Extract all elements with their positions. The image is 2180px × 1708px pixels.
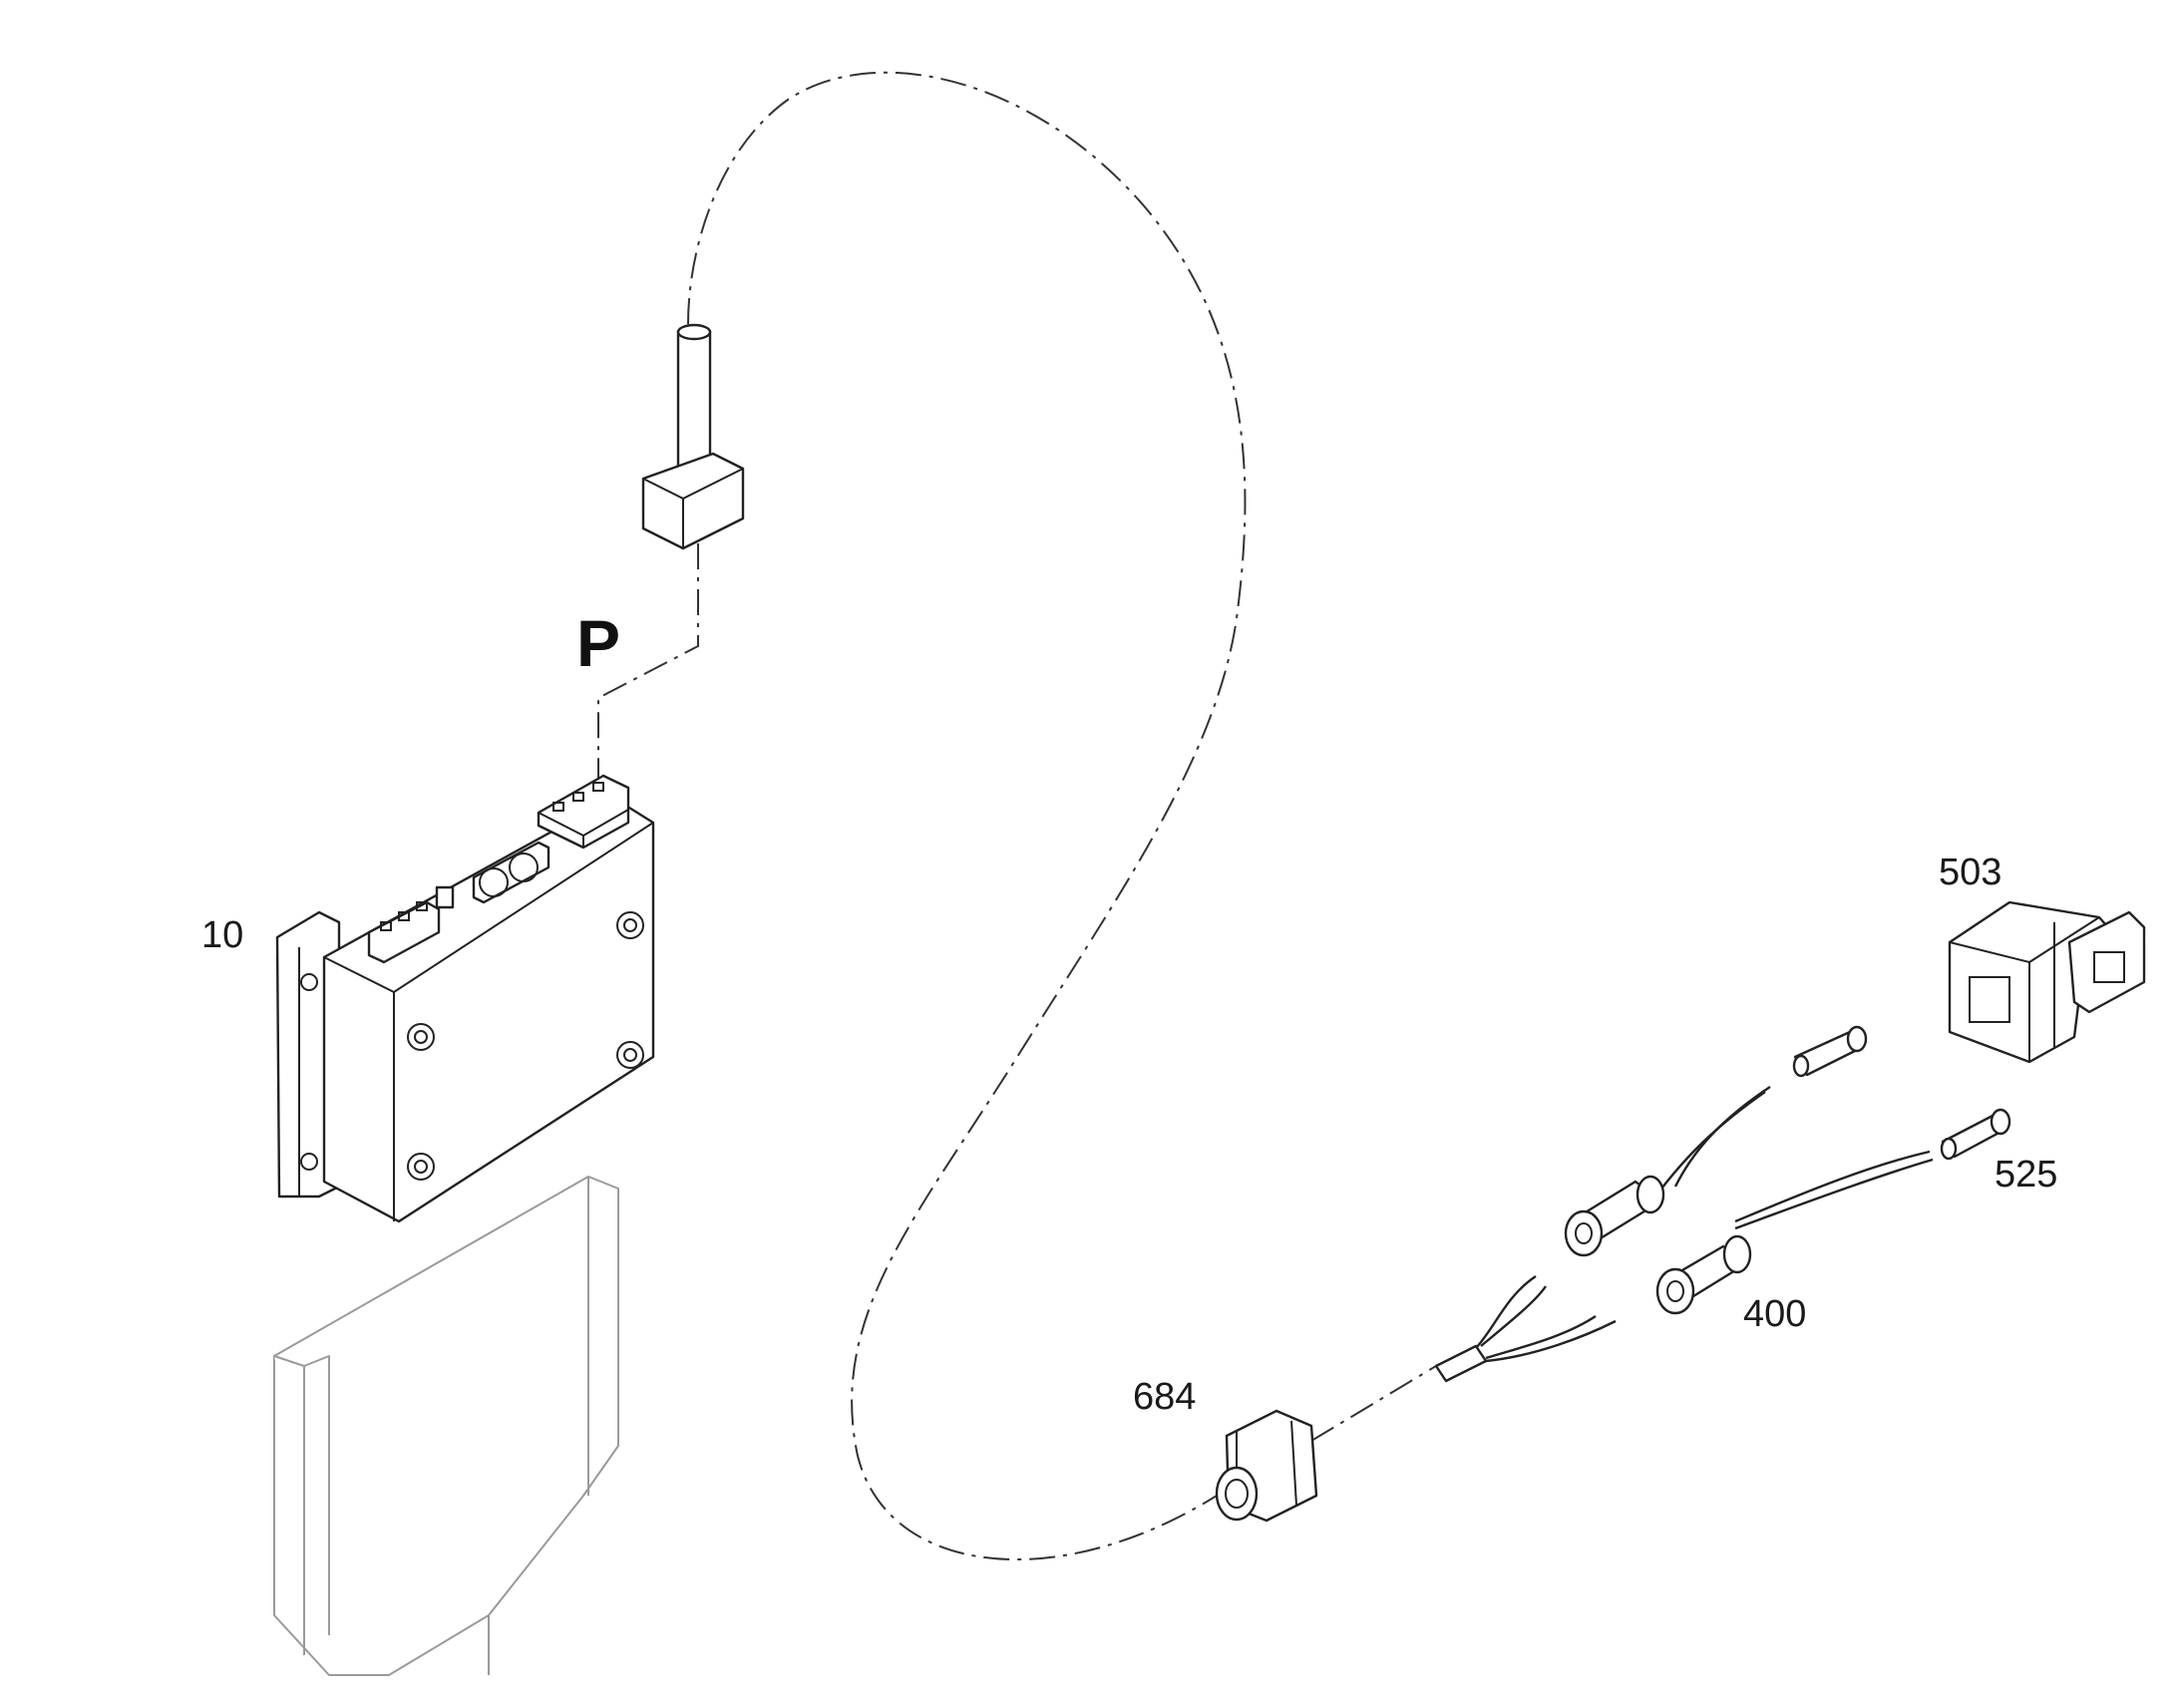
contact-pin-upper bbox=[1792, 1025, 1868, 1078]
connector-housing bbox=[1948, 900, 2146, 1064]
wire-bundle bbox=[1434, 1086, 1934, 1383]
mounting-bracket bbox=[273, 1176, 619, 1676]
sensor-probe bbox=[641, 323, 745, 550]
callout-684: 684 bbox=[1133, 1376, 1196, 1418]
grommet bbox=[1215, 1409, 1318, 1523]
control-unit bbox=[275, 774, 655, 1223]
callout-10: 10 bbox=[201, 914, 243, 956]
wire-sleeve-lower bbox=[1655, 1234, 1752, 1315]
callout-503: 503 bbox=[1939, 852, 2001, 893]
cable-loop-path bbox=[687, 71, 1247, 1560]
grommet-link-line bbox=[1310, 1365, 1437, 1442]
sensor-link-line bbox=[597, 543, 699, 788]
wire-sleeve-upper bbox=[1564, 1175, 1665, 1257]
callout-p: P bbox=[576, 606, 620, 680]
callout-525: 525 bbox=[1995, 1154, 2057, 1196]
contact-pin-lower bbox=[1940, 1108, 2011, 1161]
callout-400: 400 bbox=[1743, 1293, 1806, 1335]
